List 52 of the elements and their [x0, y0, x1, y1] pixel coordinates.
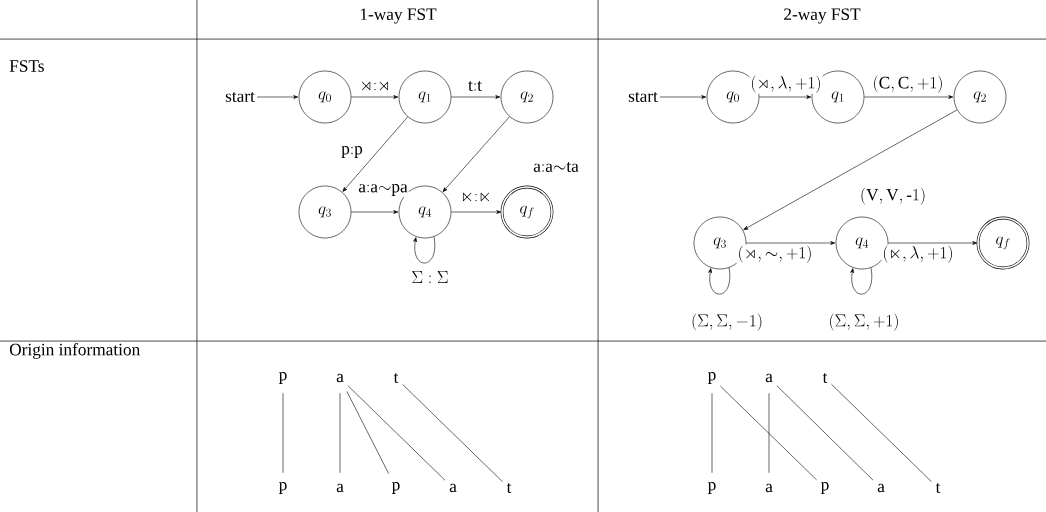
arrow — [708, 267, 731, 295]
edge-label: $(\mathrm{C},\mathrm{C},+1)$ — [871, 74, 945, 94]
row-label: Origin information — [9, 343, 140, 359]
letter: p — [707, 372, 716, 384]
letter: a — [449, 483, 457, 493]
arrow — [659, 95, 707, 99]
letter: a — [336, 373, 344, 383]
arrow — [888, 241, 978, 245]
header-cell: 2-way FST — [784, 8, 861, 24]
arrow — [746, 241, 836, 245]
letter: a — [336, 483, 344, 493]
edge-label: $(\rtimes,\lambda,+1)$ — [749, 74, 823, 94]
edge-label: $(\rtimes,\sim,+1)$ — [736, 244, 814, 264]
arrow — [759, 95, 812, 99]
header-cell: 1-way FST — [360, 8, 437, 24]
edge-label: $(\Sigma,\Sigma,-1)$ — [690, 312, 764, 332]
edge-label: $\mathrm{a{:}a{\sim}ta}$ — [532, 161, 580, 173]
edge-label: $(\ltimes,\lambda,+1)$ — [881, 244, 955, 264]
letter: p — [278, 482, 287, 494]
edge-label: $\Sigma:\Sigma$ — [410, 270, 450, 284]
edge-label: $\ltimes{:}\ltimes$ — [459, 190, 493, 204]
letter: p — [391, 482, 400, 494]
arrow — [864, 95, 954, 99]
letter: t — [935, 483, 941, 493]
letter: a — [765, 373, 773, 383]
row-label: FSTs — [9, 60, 44, 72]
arrow — [351, 95, 399, 99]
letter: p — [820, 482, 829, 494]
arrow — [342, 116, 409, 192]
arrow — [413, 236, 436, 264]
letter: t — [393, 373, 399, 383]
letter: a — [877, 483, 885, 493]
letter: p — [278, 372, 287, 384]
edge-label: $\mathrm{a{:}a{\sim}pa}$ — [357, 183, 409, 197]
arrow — [743, 109, 958, 230]
edge-label: $\mathrm{p{:}p}$ — [340, 145, 364, 159]
edge-label: $\rtimes{:}\rtimes$ — [358, 79, 392, 93]
start-label: start — [225, 92, 255, 102]
letter: a — [765, 483, 773, 493]
arrow — [850, 267, 873, 295]
edge-label: $\mathrm{t{:}t}$ — [467, 80, 483, 92]
letter: t — [506, 483, 512, 493]
arrow — [442, 116, 510, 192]
letter: t — [822, 373, 828, 383]
edge-label: $(\Sigma,\Sigma,+1)$ — [827, 312, 901, 332]
arrow — [256, 95, 299, 99]
edge-label: $(\mathrm{V},\mathrm{V},\text{-}1)$ — [859, 186, 928, 206]
start-label: start — [628, 92, 658, 102]
arrow — [351, 210, 399, 214]
arrow — [451, 210, 502, 214]
letter: p — [707, 482, 716, 494]
arrow — [451, 95, 501, 99]
